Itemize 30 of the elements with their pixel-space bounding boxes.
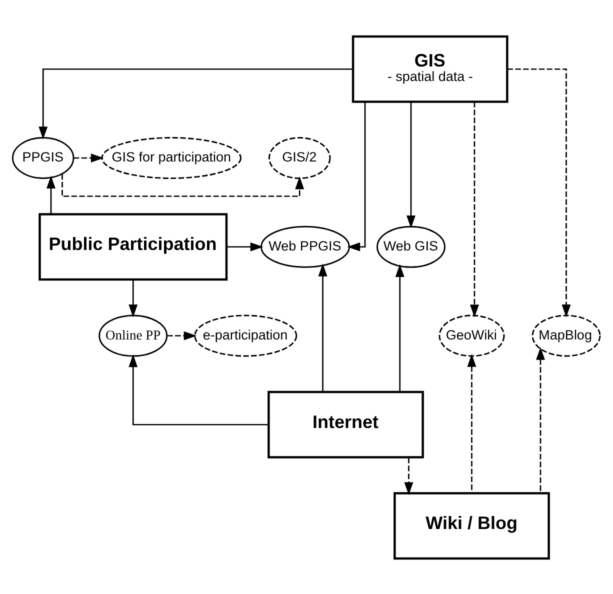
arrow xyxy=(406,102,416,228)
arrow xyxy=(38,68,353,139)
node-ellipse: Web PPGIS xyxy=(260,225,350,268)
node-ellipse: GeoWiki xyxy=(438,314,505,356)
arrow xyxy=(404,457,414,495)
node-ellipse: PPGIS xyxy=(12,136,74,178)
node-ellipse: MapBlog xyxy=(532,314,601,356)
arrow xyxy=(507,68,571,317)
arrow xyxy=(318,263,328,392)
node-ellipse: Online PP xyxy=(98,314,168,356)
node-box: Public Participation xyxy=(38,212,228,280)
node-box: Internet xyxy=(268,390,424,458)
node-ellipse: GIS for participation xyxy=(101,136,242,178)
arrow xyxy=(167,330,197,340)
arrow xyxy=(46,175,56,214)
arrow xyxy=(62,174,304,196)
arrow xyxy=(226,242,264,251)
node-ellipse: GIS/2 xyxy=(268,136,331,178)
arrow xyxy=(467,354,476,492)
arrow xyxy=(128,279,138,317)
node-ellipse: Web GIS xyxy=(376,225,446,268)
arrow xyxy=(128,354,269,425)
arrow xyxy=(74,153,104,162)
arrow xyxy=(470,101,479,317)
arrow xyxy=(395,264,404,392)
arrow xyxy=(536,346,545,493)
node-ellipse: e-participation xyxy=(194,314,298,356)
node-box: Wiki / Blog xyxy=(394,492,550,560)
arrow xyxy=(347,102,366,251)
node-box: GIS - spatial data - xyxy=(352,34,508,102)
